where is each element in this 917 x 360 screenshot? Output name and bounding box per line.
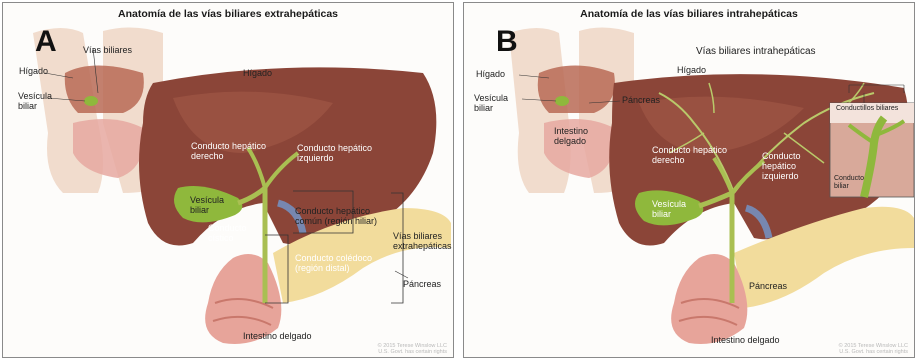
label-conducto-hepatico-izquierdo-line2: izquierdo: [297, 153, 334, 163]
label-intestino-inset-line2: delgado: [554, 136, 586, 146]
panel-intrahepatic: Anatomía de las vías biliares intrahepát…: [463, 2, 915, 358]
label-conducto-hepatico-derecho-line1: Conducto hepático: [191, 141, 266, 151]
label-vesicula-line1: Vesícula: [652, 199, 686, 209]
label-conducto-biliar-line2: biliar: [834, 183, 849, 191]
label-conducto-hepatico-comun-line2: común (región hiliar): [295, 216, 377, 226]
label-conducto-cistico-line2: cístico: [208, 233, 234, 243]
label-conducto-hepatico-derecho-line1: Conducto hepático: [652, 145, 727, 155]
label-pancreas: Páncreas: [403, 279, 441, 289]
label-higado: Hígado: [677, 65, 706, 75]
label-conductillos: Conductillos biliares: [836, 105, 898, 113]
label-higado: Hígado: [243, 68, 272, 78]
label-intestino-delgado: Intestino delgado: [243, 331, 312, 341]
label-conducto-cistico-line1: Conducto: [208, 223, 247, 233]
label-coledoco-line1: Conducto colédoco: [295, 253, 372, 263]
label-vesicula-line1: Vesícula: [190, 195, 224, 205]
label-conducto-hepatico-derecho-line2: derecho: [191, 151, 224, 161]
label-vias-biliares-inset: Vías biliares: [83, 45, 132, 55]
label-conducto-hepatico-izquierdo-line1: Conducto: [762, 151, 801, 161]
label-conducto-hepatico-izquierdo-line2: hepático: [762, 161, 796, 171]
label-vias-extrahepaticas-line2: extrahepáticas: [393, 241, 452, 251]
label-vias-intrahepaticas: Vías biliares intrahepáticas: [696, 47, 816, 57]
panel-a-title: Anatomía de las vías biliares extrahepát…: [3, 8, 453, 20]
panel-extrahepatic: Anatomía de las vías biliares extrahepát…: [2, 2, 454, 358]
label-pancreas: Páncreas: [749, 281, 787, 291]
copyright-b-line2: U.S. Govt. has certain rights: [839, 349, 908, 355]
label-conducto-biliar-line1: Conducto: [834, 175, 864, 183]
label-vias-extrahepaticas-line1: Vías biliares: [393, 231, 442, 241]
label-vesicula-line2: biliar: [190, 205, 209, 215]
copyright-a-line2: U.S. Govt. has certain rights: [378, 349, 447, 355]
extrahepatic-illustration: [3, 3, 454, 358]
label-vesicula-inset-line2: biliar: [474, 103, 493, 113]
label-vesicula-inset-line2: biliar: [18, 101, 37, 111]
panel-b-letter: B: [496, 25, 518, 59]
label-intestino-inset-line1: Intestino: [554, 126, 588, 136]
label-conducto-hepatico-derecho-line2: derecho: [652, 155, 685, 165]
label-higado-inset: Hígado: [476, 69, 505, 79]
label-conducto-hepatico-comun-line1: Conducto hepático: [295, 206, 370, 216]
label-conducto-hepatico-izquierdo-line3: izquierdo: [762, 171, 799, 181]
label-vesicula-inset-line1: Vesícula: [18, 91, 52, 101]
label-coledoco-line2: (región distal): [295, 263, 350, 273]
panel-b-title: Anatomía de las vías biliares intrahepát…: [464, 8, 914, 20]
label-pancreas-inset: Páncreas: [622, 95, 660, 105]
label-vesicula-inset-line1: Vesícula: [474, 93, 508, 103]
panel-a-letter: A: [35, 25, 57, 59]
label-vesicula-line2: biliar: [652, 209, 671, 219]
label-conducto-hepatico-izquierdo-line1: Conducto hepático: [297, 143, 372, 153]
label-intestino-delgado: Intestino delgado: [711, 335, 780, 345]
label-higado-inset: Hígado: [19, 66, 48, 76]
